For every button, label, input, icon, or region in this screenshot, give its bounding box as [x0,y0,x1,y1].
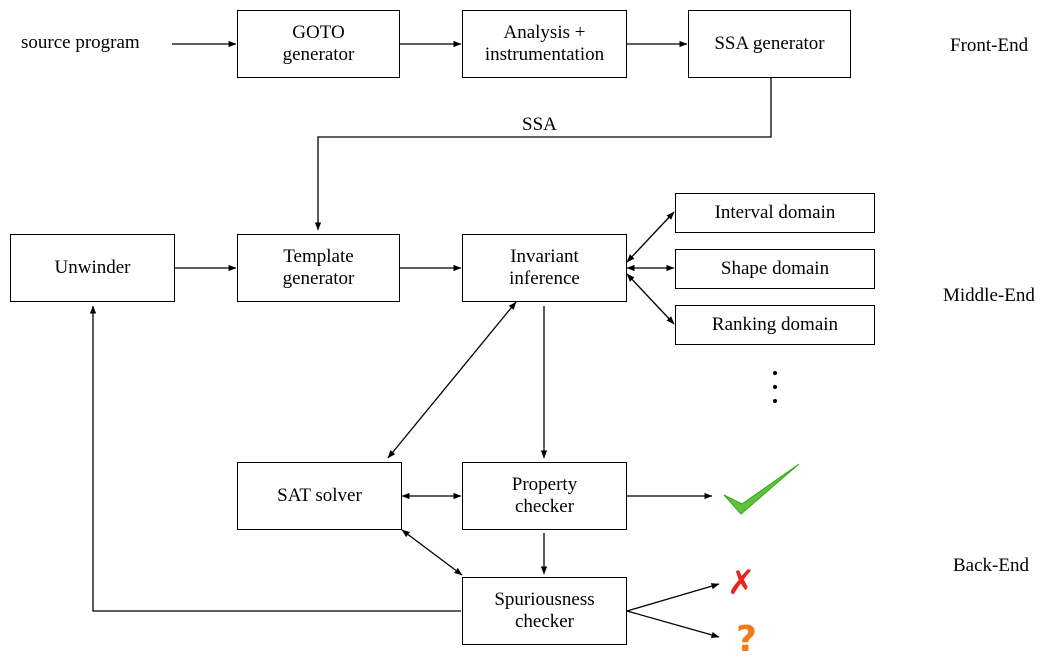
invariant-inference-box: Invariant inference [462,234,627,302]
edge-invariant-interval [626,211,675,263]
ssa-edge-label: SSA [522,114,557,135]
edge-ssa-to-template [314,78,772,231]
edge-invariant-ranking [626,273,675,325]
checkmark-icon [723,463,800,515]
goto-generator-box: GOTO generator [237,10,400,78]
unwinder-box: Unwinder [10,234,175,302]
template-generator-box: Template generator [237,234,400,302]
edge-spurious-to-failure [626,583,720,612]
edge-sat-spurious [401,529,463,576]
analysis-instrumentation-box: Analysis + instrumentation [462,10,627,78]
source-program-label: source program [21,32,140,53]
property-checker-box: Property checker [462,462,627,530]
front-end-label: Front-End [950,35,1029,56]
question-mark-icon: ? [736,619,757,660]
more-domains-ellipsis [773,371,779,413]
edge-spurious-to-unknown [626,610,720,639]
spuriousness-checker-box: Spuriousness checker [462,577,627,645]
interval-domain-box: Interval domain [675,193,875,233]
edge-invariant-sat [387,301,517,459]
shape-domain-box: Shape domain [675,249,875,289]
ssa-generator-box: SSA generator [688,10,851,78]
sat-solver-box: SAT solver [237,462,402,530]
back-end-label: Back-End [953,555,1029,576]
middle-end-label: Middle-End [943,285,1035,306]
cross-icon: ✗ [727,563,756,603]
edge-spurious-to-unwinder [89,305,461,612]
ranking-domain-box: Ranking domain [675,305,875,345]
